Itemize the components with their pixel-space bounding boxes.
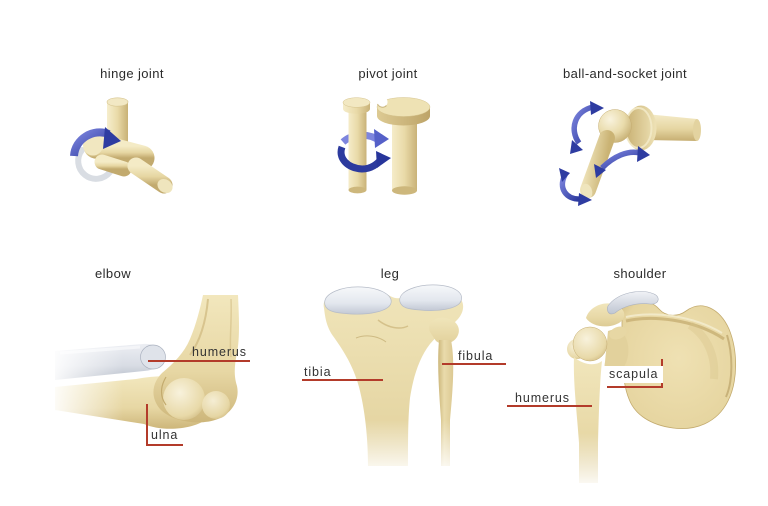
elbow-humerus-label: humerus xyxy=(192,345,247,359)
hinge-joint-illustration xyxy=(70,97,173,194)
leg-fibula-label: fibula xyxy=(458,349,494,363)
leg-tibia-label: tibia xyxy=(304,365,332,379)
shoulder-illustration xyxy=(538,291,753,490)
leg-fibula-leader-line xyxy=(442,363,506,365)
shoulder-humerus-label: humerus xyxy=(515,391,570,405)
hinge-bones xyxy=(75,97,173,194)
humerus-bone xyxy=(153,295,239,423)
pivot-joint-label: pivot joint xyxy=(358,66,418,81)
shoulder-label: shoulder xyxy=(613,266,667,281)
bottom-fade xyxy=(538,433,753,490)
elbow-ulna-leader-line-vertical xyxy=(146,404,148,444)
elbow-illustration xyxy=(48,295,239,465)
left-fade xyxy=(48,333,123,465)
pivot-large-cylinder xyxy=(376,96,431,195)
ball-bone xyxy=(580,109,632,199)
pivot-rotation-arrow-front xyxy=(337,145,391,173)
tibia-bone xyxy=(323,289,464,466)
ball-and-socket-joint-label: ball-and-socket joint xyxy=(562,66,688,81)
elbow-humerus-leader-line xyxy=(148,360,250,362)
elbow-ulna-label: ulna xyxy=(151,428,179,442)
shoulder-humerus-leader-line xyxy=(507,405,592,407)
pivot-small-cylinder xyxy=(342,97,371,194)
hinge-rotation-arrow xyxy=(70,127,121,157)
ball-and-socket-joint-illustration xyxy=(559,101,701,206)
elbow-ulna-leader-line xyxy=(146,444,183,446)
elbow-label: elbow xyxy=(95,266,131,281)
bottom-fade xyxy=(308,420,493,476)
clavicle-bone xyxy=(607,291,659,315)
multidirectional-arrows xyxy=(559,101,650,206)
leg-illustration xyxy=(308,284,493,476)
leg-label: leg xyxy=(380,266,400,281)
socket-arm-bone xyxy=(624,105,701,151)
shoulder-scapula-leader-line xyxy=(607,386,663,388)
pivot-joint-illustration xyxy=(337,96,431,195)
knee-cartilage xyxy=(324,284,462,315)
hinge-joint-label: hinge joint xyxy=(100,66,164,81)
shoulder-scapula-label: scapula xyxy=(604,366,664,383)
leg-tibia-leader-line xyxy=(302,379,383,381)
